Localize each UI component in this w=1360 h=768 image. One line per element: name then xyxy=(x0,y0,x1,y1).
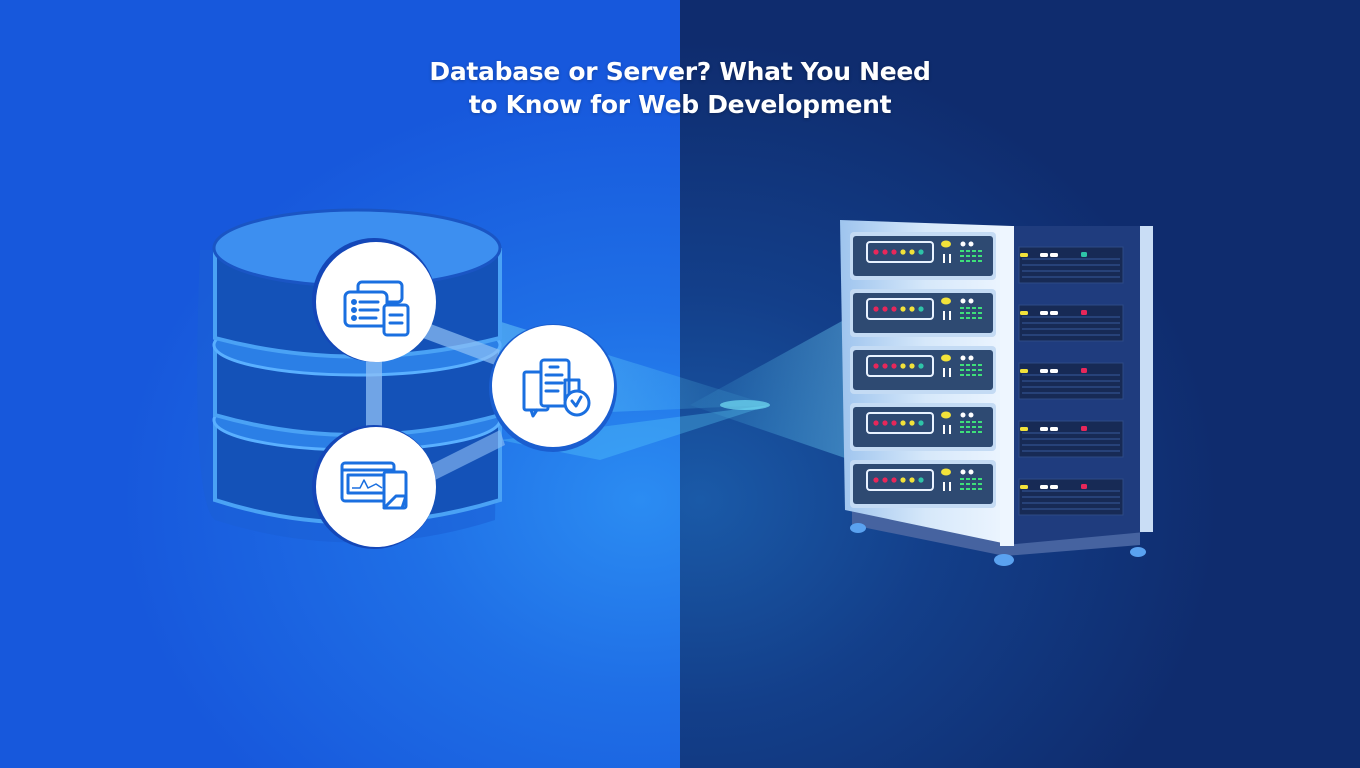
status-led xyxy=(891,306,897,312)
status-led xyxy=(918,306,924,312)
power-led xyxy=(941,354,951,362)
title-line-1: Database or Server? What You Need xyxy=(429,57,931,86)
power-led xyxy=(941,468,951,476)
status-led xyxy=(891,477,897,483)
status-led xyxy=(873,477,879,483)
status-led xyxy=(882,420,888,426)
rack-foot xyxy=(850,523,866,533)
status-led xyxy=(891,363,897,369)
server-unit xyxy=(850,346,1124,400)
analytics-chart-icon xyxy=(312,425,436,549)
status-led xyxy=(882,249,888,255)
status-led xyxy=(873,420,879,426)
status-led xyxy=(909,306,915,312)
status-led xyxy=(891,420,897,426)
status-led xyxy=(882,306,888,312)
server-front-panel xyxy=(853,464,993,504)
power-led xyxy=(941,297,951,305)
rack-foot xyxy=(994,554,1014,566)
server-front-panel xyxy=(853,350,993,390)
server-units xyxy=(850,232,1124,516)
status-led xyxy=(900,420,906,426)
power-led xyxy=(941,411,951,419)
server-unit xyxy=(850,289,1124,342)
status-led xyxy=(882,477,888,483)
status-led xyxy=(909,477,915,483)
title-line-2: to Know for Web Development xyxy=(468,90,892,119)
status-led xyxy=(918,420,924,426)
status-led xyxy=(900,363,906,369)
status-led xyxy=(909,420,915,426)
server-front-panel xyxy=(853,407,993,447)
status-led xyxy=(900,306,906,312)
verified-checklist-icon xyxy=(489,324,617,452)
status-led xyxy=(900,477,906,483)
server-unit xyxy=(850,232,1124,284)
status-led xyxy=(873,306,879,312)
status-led xyxy=(918,477,924,483)
page-title: Database or Server? What You Need to Kno… xyxy=(0,55,1360,121)
status-led xyxy=(909,249,915,255)
server-unit xyxy=(850,460,1124,516)
status-led xyxy=(873,249,879,255)
server-front-panel xyxy=(853,293,993,333)
status-led xyxy=(873,363,879,369)
status-led xyxy=(891,249,897,255)
power-led xyxy=(941,240,951,248)
rack-foot xyxy=(1130,547,1146,557)
status-led xyxy=(909,363,915,369)
status-led xyxy=(882,363,888,369)
server-front-panel xyxy=(853,236,993,276)
server-unit xyxy=(850,403,1124,458)
document-list-icon xyxy=(312,238,436,362)
status-led xyxy=(918,363,924,369)
status-led xyxy=(900,249,906,255)
status-led xyxy=(918,249,924,255)
